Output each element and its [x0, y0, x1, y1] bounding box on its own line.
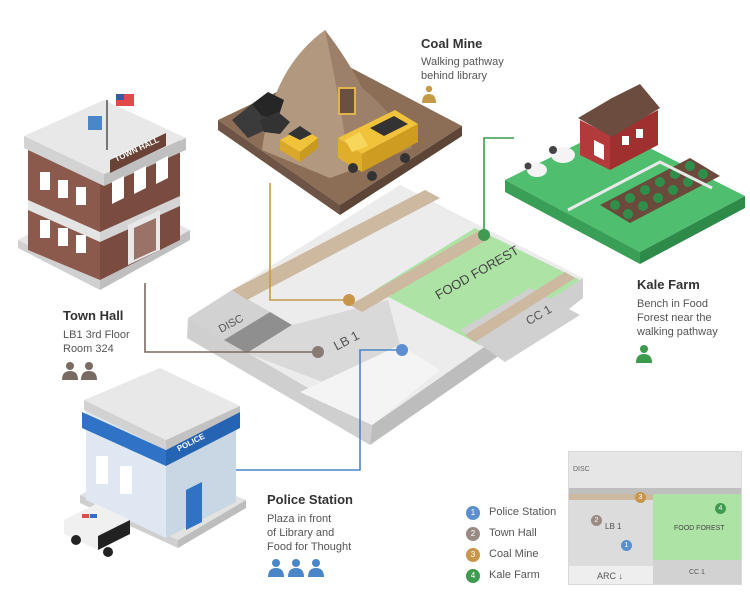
- dark-path: [224, 312, 292, 353]
- people-icon-police-station: [268, 559, 324, 577]
- legend-label: Coal Mine: [489, 548, 539, 560]
- coal-mine-desc: Walking pathway behind library: [421, 56, 504, 82]
- walking-path-right: [465, 272, 575, 342]
- kale-farm-title: Kale Farm: [637, 277, 700, 292]
- mini-map-lb1-area: [569, 500, 653, 566]
- marker-kale-farm: [478, 229, 490, 241]
- police-connector: [232, 349, 402, 471]
- mini-map-marker-4: 4: [715, 503, 726, 514]
- walking-path-top: [232, 190, 440, 300]
- legend-item-town-hall: 2 Town Hall: [466, 525, 576, 546]
- campus-block: [187, 185, 583, 445]
- kale-connector: [483, 137, 514, 235]
- mini-map: DISC LB 1 FOOD FOREST CC 1 ARC ↓ 1 2 3 4: [568, 451, 742, 585]
- marker-police-station: [396, 344, 408, 356]
- legend-label: Kale Farm: [489, 569, 540, 581]
- mini-map-disc-area: [569, 452, 741, 488]
- mini-map-cc1-area: [653, 560, 741, 584]
- plaza-area: [300, 345, 440, 425]
- mini-map-marker-2: 2: [591, 515, 602, 526]
- marker-coal-mine: [343, 294, 355, 306]
- mini-map-food-forest-label: FOOD FOREST: [674, 525, 725, 532]
- disc-area: [188, 290, 270, 340]
- legend-dot: 3: [466, 548, 480, 562]
- coal-mine-illustration: [218, 30, 462, 215]
- mini-map-walking-path: [569, 494, 653, 500]
- kale-farm-desc: Bench in Food Forest near the walking pa…: [637, 298, 718, 338]
- mini-map-marker-1: 1: [621, 540, 632, 551]
- mini-map-food-forest-area: [653, 494, 741, 560]
- townhall-connector: [144, 283, 318, 353]
- person-icon-coal-mine: [422, 85, 436, 103]
- cc1-lot: [460, 288, 580, 362]
- legend-dot: 2: [466, 527, 480, 541]
- mini-map-disc-label: DISC: [573, 466, 590, 473]
- coal-mine-title: Coal Mine: [421, 36, 483, 51]
- legend-item-coal-mine: 3 Coal Mine: [466, 546, 576, 567]
- legend-item-police-station: 1 Police Station: [466, 504, 576, 525]
- legend-dot: 1: [466, 506, 480, 520]
- coalmine-connector: [269, 183, 349, 301]
- town-hall-illustration: [18, 94, 190, 290]
- mini-map-dark-path: [569, 488, 741, 494]
- mini-map-lb1-label: LB 1: [605, 522, 622, 531]
- block-side-left: [187, 318, 372, 445]
- walking-path-mid: [350, 230, 492, 312]
- mini-map-marker-3: 3: [635, 492, 646, 503]
- people-icon-town-hall: [62, 362, 97, 380]
- town-hall-title: Town Hall: [63, 308, 124, 323]
- person-icon-kale-farm: [636, 345, 652, 363]
- mini-map-arc-label: ARC ↓: [597, 571, 624, 581]
- marker-town-hall: [312, 346, 324, 358]
- legend-label: Town Hall: [489, 527, 537, 539]
- mini-map-cc1-label: CC 1: [689, 569, 705, 576]
- legend-item-kale-farm: 4 Kale Farm: [466, 567, 576, 588]
- legend-label: Police Station: [489, 506, 557, 518]
- police-station-desc: Plaza in front of Library and Food for T…: [267, 513, 352, 553]
- food-forest-area: [375, 228, 580, 345]
- legend: 1 Police Station 2 Town Hall 3 Coal Mine…: [466, 504, 576, 588]
- police-station-illustration: [64, 368, 246, 557]
- kale-farm-illustration: [505, 84, 745, 264]
- town-hall-desc: LB1 3rd Floor Room 324: [63, 329, 130, 355]
- police-station-title: Police Station: [267, 492, 353, 507]
- legend-dot: 4: [466, 569, 480, 583]
